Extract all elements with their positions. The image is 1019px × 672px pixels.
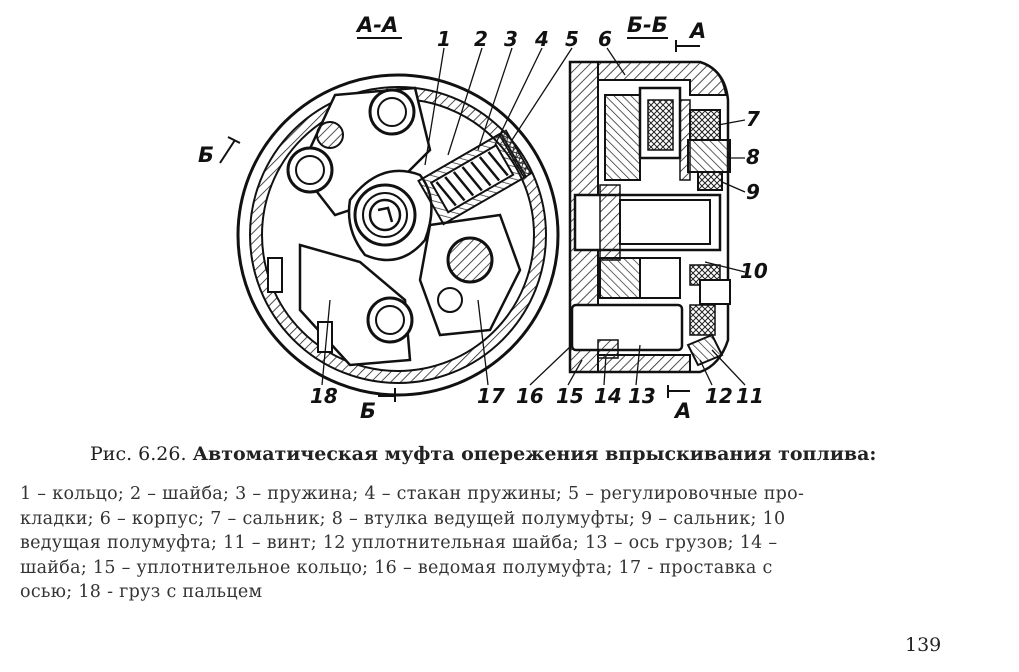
part-label-13: 13 xyxy=(628,384,656,408)
cut-mark-a-bottom: А xyxy=(673,399,691,423)
parts-legend: 1 – кольцо; 2 – шайба; 3 – пружина; 4 – … xyxy=(20,482,950,605)
section-aa-view xyxy=(236,47,573,397)
part-label-11: 11 xyxy=(736,384,764,408)
cut-mark-b-bottom: Б xyxy=(360,399,376,423)
part-label-8: 8 xyxy=(746,145,760,169)
part-label-7: 7 xyxy=(746,107,760,131)
part-label-14: 14 xyxy=(594,384,622,408)
part-label-2: 2 xyxy=(474,27,488,51)
technical-drawing: А-А Б-Б А А Б Б xyxy=(198,13,768,423)
part-label-15: 15 xyxy=(556,384,584,408)
figure-caption: Рис. 6.26. Автоматическая муфта опережен… xyxy=(90,443,990,465)
part-label-3: 3 xyxy=(504,27,518,51)
part-label-12: 12 xyxy=(705,384,733,408)
part-label-17: 17 xyxy=(477,384,505,408)
part-label-5: 5 xyxy=(565,27,579,51)
part-label-1: 1 xyxy=(437,27,451,51)
caption-prefix: Рис. 6.26. xyxy=(90,443,193,465)
legend-line: 1 – кольцо; 2 – шайба; 3 – пружина; 4 – … xyxy=(20,484,805,504)
legend-line: осью; 18 - груз с пальцем xyxy=(20,582,263,602)
part-number-labels: 1 2 3 4 5 6 7 8 9 10 11 12 13 14 15 16 1… xyxy=(310,27,768,408)
part-label-6: 6 xyxy=(598,27,612,51)
section-bb-title: Б-Б xyxy=(627,13,668,37)
part-label-4: 4 xyxy=(534,27,549,51)
part-label-16: 16 xyxy=(516,384,544,408)
cut-mark-b-left: Б xyxy=(198,143,214,167)
page-number: 139 xyxy=(905,634,942,656)
legend-line: кладки; 6 – корпус; 7 – сальник; 8 – вту… xyxy=(20,508,786,529)
part-label-18: 18 xyxy=(310,384,338,408)
part-label-9: 9 xyxy=(746,180,760,204)
cut-mark-a-top: А xyxy=(688,19,706,43)
caption-title: Автоматическая муфта опережения впрыскив… xyxy=(192,443,877,465)
part-label-10: 10 xyxy=(740,259,768,283)
legend-line: ведущая полумуфта; 11 – винт; 12 уплотни… xyxy=(20,533,778,553)
legend-line: шайба; 15 – уплотнительное кольцо; 16 – … xyxy=(20,557,773,578)
section-aa-title: А-А xyxy=(355,13,398,37)
section-bb-view xyxy=(529,47,746,386)
